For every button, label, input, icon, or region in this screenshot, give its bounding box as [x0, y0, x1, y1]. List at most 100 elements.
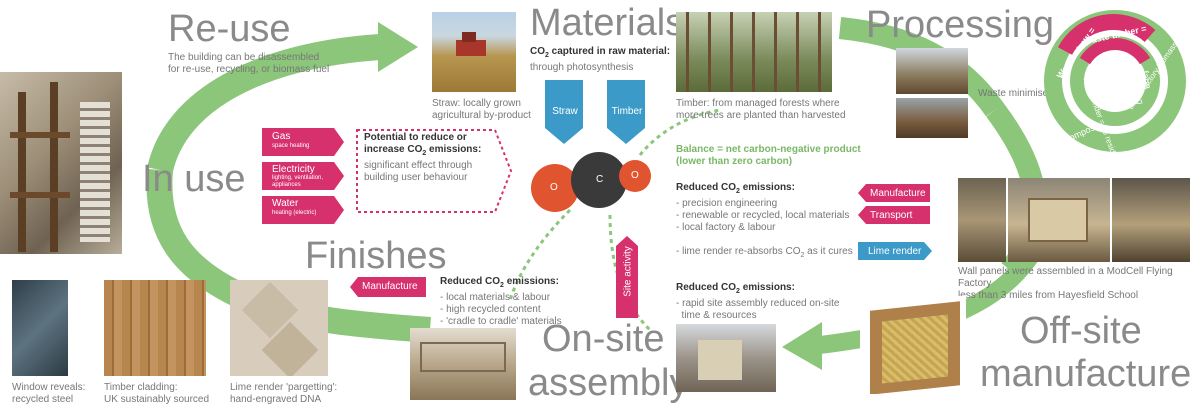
gas-sub: space heating [272, 143, 310, 149]
lime-render-tag-shape [858, 242, 932, 260]
gas-tag: Gas space heating [272, 131, 309, 150]
interior-photo [410, 328, 516, 400]
title-offsite-1: Off-site [1020, 310, 1142, 352]
timber-cladding-caption-line-1: Timber cladding: [104, 382, 178, 393]
electricity-tag: Electricity lighting, ventilation, appli… [272, 164, 323, 189]
onsite-heading-b: 2 [736, 288, 740, 295]
potential-text: Potential to reduce or increase CO2 emis… [364, 132, 481, 184]
balance-line-1: Balance = net carbon-negative product [676, 144, 861, 155]
onsite-heading-a: Reduced CO [676, 282, 737, 293]
offsite-caption: Wall panels were assembled in a ModCell … [958, 266, 1198, 302]
timber-caption-line-1: Timber: from managed forests where [676, 98, 840, 109]
timber-caption: Timber: from managed forests where more … [676, 98, 846, 122]
finishes-item-1: - local materials & labour [440, 292, 551, 303]
finishes-heading-b: 2 [500, 282, 504, 289]
onsite-heading-c: emissions: [739, 282, 795, 293]
potential-line-3: significant effect through [364, 160, 473, 171]
site-activity-shape [616, 236, 638, 318]
lime-render-caption: Lime render 'pargetting': hand-engraved … [230, 382, 337, 406]
molecule-o-right: O [631, 170, 639, 181]
potential-line-2a: increase CO [364, 144, 423, 155]
manufacture-tag-shape [858, 184, 930, 202]
offsite-lime-a: - lime render re-absorbs CO [676, 246, 801, 257]
title-offsite-2: manufacture [980, 353, 1192, 395]
waste-ring [1044, 10, 1186, 152]
materials-heading: CO2 captured in raw material: through ph… [530, 46, 670, 74]
lime-render-caption-line-1: Lime render 'pargetting': [230, 382, 338, 393]
finishes-manufacture-shape [350, 277, 426, 297]
offsite-item-1: - precision engineering [676, 198, 778, 209]
window-reveals-photo [12, 280, 68, 376]
reuse-arrow [147, 34, 381, 174]
straw-tag: Straw [552, 106, 578, 117]
gas-tag-shape [262, 128, 344, 156]
waste-ring-pink-inner-arc [1079, 38, 1151, 65]
offsite-lime-render-tag: Lime render [868, 246, 922, 257]
potential-box-outline [356, 129, 513, 213]
onsite-item-2: time & resources [676, 310, 757, 321]
gas-label: Gas [272, 131, 291, 142]
water-label: Water [272, 198, 299, 209]
straw-caption: Straw: locally grown agricultural by-pro… [432, 98, 531, 122]
timber-caption-line-2: more trees are planted than harvested [676, 110, 846, 121]
potential-line-1: Potential to reduce or [364, 132, 467, 143]
finishes-manufacture-tag: Manufacture [362, 281, 418, 292]
materials-subheading: through photosynthesis [530, 62, 634, 73]
water-tag: Water heating (electric) [272, 198, 316, 217]
reuse-text-line-2: for re-use, recycling, or biomass fuel [168, 64, 330, 75]
co2-molecule [531, 152, 651, 212]
site-activity-tag: Site activity [622, 246, 634, 297]
site-activity-tag-shape [616, 236, 638, 318]
balance-line-2: (lower than zero carbon) [676, 156, 793, 167]
oxygen-left-atom [531, 164, 579, 212]
title-onsite-2: assembly [528, 362, 689, 404]
potential-box-shape [356, 129, 513, 213]
balance-text: Balance = net carbon-negative product (l… [676, 144, 861, 168]
potential-line-2b: 2 [422, 150, 427, 157]
lime-render-caption-line-2: hand-engraved DNA [230, 394, 322, 405]
title-materials: Materials [530, 2, 685, 44]
title-in-use: In use [142, 158, 246, 200]
finishes-heading-c: emissions: [503, 276, 559, 287]
title-finishes: Finishes [305, 235, 447, 277]
factory-photo-1 [958, 178, 1006, 262]
lime-render-photo [230, 280, 328, 376]
straw-panel-photo [860, 296, 966, 394]
onsite-emissions: Reduced CO2 emissions: - rapid site asse… [676, 282, 856, 322]
title-processing: Processing [866, 4, 1054, 46]
potential-line-4: building user behaviour [364, 172, 468, 183]
potential-line-2c: emissions: [426, 144, 482, 155]
co2-label: CO [530, 46, 545, 57]
co2-subscript: 2 [545, 52, 549, 59]
finishes-heading-a: Reduced CO [440, 276, 501, 287]
timber-cladding-photo [104, 280, 206, 376]
carbon-atom [571, 152, 627, 208]
onsite-assembly-photo [676, 324, 776, 392]
offsite-onsite-arrowhead [782, 322, 822, 370]
offsite-emissions: Reduced CO2 emissions: - precision engin… [676, 182, 876, 262]
offsite-lime-b: 2 [800, 252, 805, 259]
timber-cladding-caption-line-2: UK sustainably sourced [104, 394, 210, 405]
transport-tag-shape [858, 206, 930, 224]
offsite-manufacture-tag: Manufacture [870, 188, 926, 199]
electricity-label: Electricity [272, 164, 315, 175]
window-caption-line-1: Window reveals: [12, 382, 86, 393]
title-onsite-1: On-site [542, 318, 665, 360]
timber-tag: Timber [611, 106, 643, 117]
building-exterior-photo [0, 72, 122, 254]
dotted-flow-3 [508, 208, 572, 301]
dotted-flow-1 [638, 108, 721, 156]
water-sub: heating (electric) [272, 210, 317, 216]
finishes-manufacture-tag-shape [350, 277, 426, 297]
molecule-o-left: O [550, 182, 558, 193]
molecule-c: C [596, 174, 604, 185]
timber-cladding-caption: Timber cladding: UK sustainably sourced [104, 382, 209, 406]
offsite-item-2: - renewable or recycled, local materials [676, 210, 850, 221]
electricity-sub-1: lighting, ventilation, [272, 175, 324, 181]
in-use-tags-shapes [262, 128, 344, 224]
factory-photo-2 [1008, 178, 1110, 262]
offsite-caption-line-2: less than 3 miles from Hayesfield School [958, 290, 1139, 301]
window-caption-line-2: recycled steel [12, 394, 74, 405]
waste-ring-pink-arc [1057, 14, 1156, 56]
reuse-text-line-1: The building can be disassembled [168, 52, 320, 63]
